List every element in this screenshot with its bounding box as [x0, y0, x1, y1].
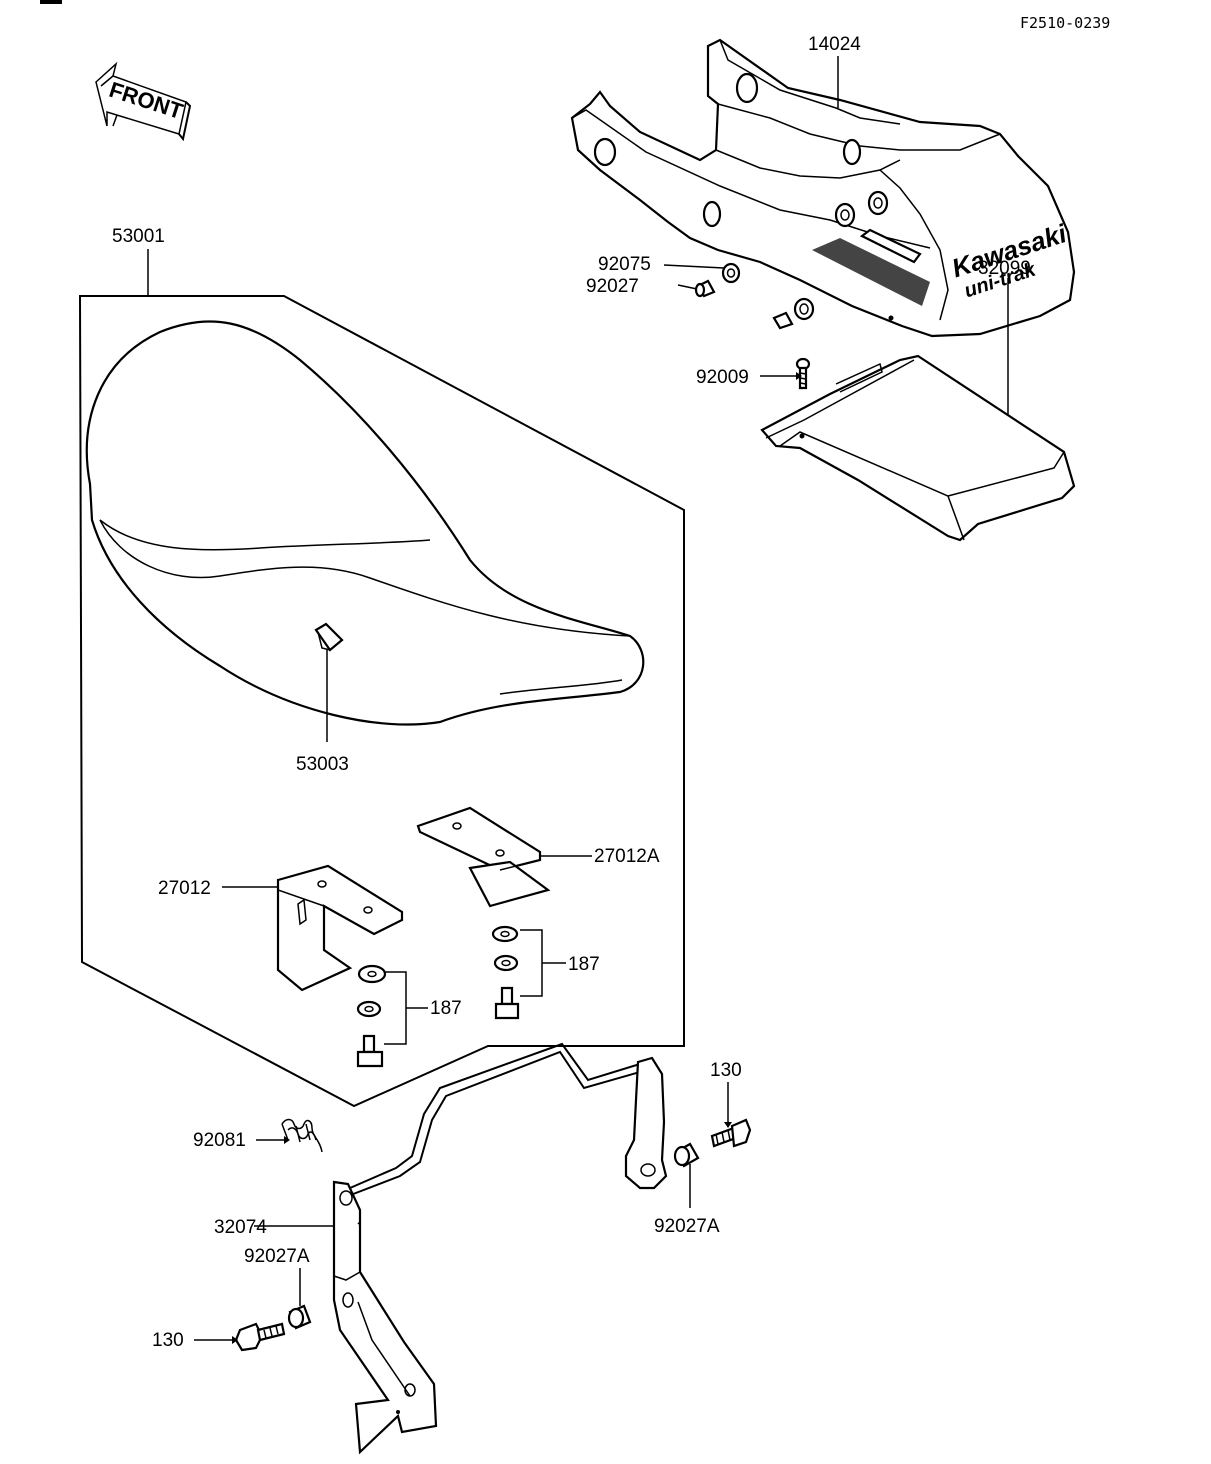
tail-cover: Kawasaki uni-trak [570, 38, 1076, 338]
bracket-27012 [276, 864, 404, 992]
bolt-130-right [710, 1118, 752, 1148]
collar-pair-2 [772, 297, 815, 330]
collar-92027 [694, 279, 716, 298]
callout-32074: 32074 [214, 1217, 267, 1238]
collar-92027A-left [287, 1304, 312, 1330]
fastener-set-187-right [491, 925, 520, 1020]
bracket-27012A [416, 806, 551, 908]
callout-92027: 92027 [586, 276, 639, 297]
callout-187-left: 187 [430, 998, 462, 1019]
callout-27012: 27012 [158, 878, 211, 899]
callout-130-right: 130 [710, 1060, 742, 1081]
seat-53001 [85, 320, 645, 726]
corner-mark [40, 0, 62, 4]
diagram-code: F2510-0239 [1020, 14, 1110, 32]
callout-27012A: 27012A [594, 846, 660, 867]
rear-bracket-32074 [332, 1042, 668, 1455]
front-label: FRONT [106, 77, 186, 124]
front-arrow-icon: FRONT [95, 61, 192, 142]
callout-53001: 53001 [112, 226, 165, 247]
callout-92027A-right: 92027A [654, 1216, 720, 1237]
callout-130-left: 130 [152, 1330, 184, 1351]
spring-92081 [281, 1118, 323, 1153]
screw-92009 [795, 357, 811, 390]
seat-assembly-box [78, 295, 685, 1108]
callout-32099: 32099 [978, 258, 1031, 279]
callout-92009: 92009 [696, 367, 749, 388]
bolt-130-left [234, 1322, 286, 1352]
callout-14024: 14024 [808, 34, 861, 55]
callout-92027A-left: 92027A [244, 1246, 310, 1267]
callout-92075: 92075 [598, 254, 651, 275]
fastener-set-187-left [356, 964, 387, 1068]
collar-92027A-right [673, 1142, 700, 1168]
reflector [812, 238, 930, 306]
callout-92081: 92081 [193, 1130, 246, 1151]
callout-187-right: 187 [568, 954, 600, 975]
tail-tray [760, 354, 1076, 542]
collar-92075 [721, 262, 741, 284]
callout-53003: 53003 [296, 754, 349, 775]
